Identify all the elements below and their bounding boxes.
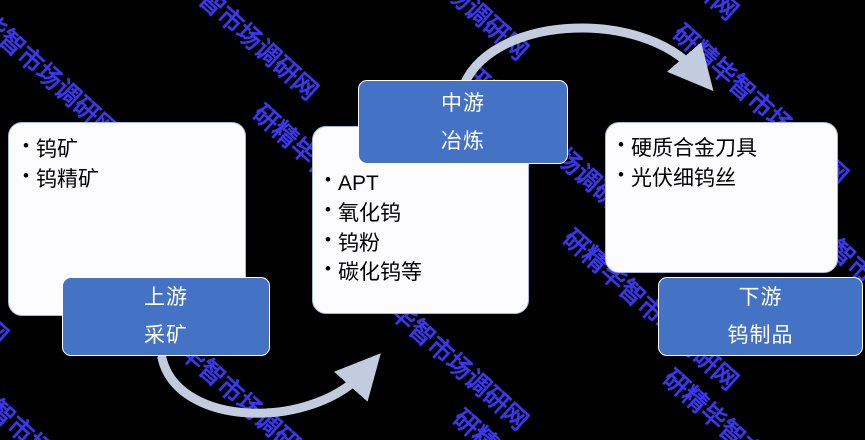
list-item: 氧化钨 xyxy=(325,198,528,229)
stage-label-midstream-title: 中游 xyxy=(441,91,485,115)
watermark-text: 研精毕智市场调研网 xyxy=(446,400,637,440)
upstream-item-list: 钨矿 钨精矿 xyxy=(23,134,245,195)
list-item: 光伏细钨丝 xyxy=(618,163,837,194)
watermark-text: 研精毕智市场调研网 xyxy=(346,0,537,67)
list-item: APT xyxy=(325,168,528,199)
watermark-text: 研精毕智市场调研网 xyxy=(656,360,847,440)
list-item: 碳化钨等 xyxy=(325,257,528,288)
downstream-item-list: 硬质合金刀具 光伏细钨丝 xyxy=(618,133,837,194)
watermark-text: 研精毕智市场调研网 xyxy=(137,0,324,106)
stage-label-midstream-subtitle: 冶炼 xyxy=(441,129,485,153)
list-item: 硬质合金刀具 xyxy=(618,133,837,164)
list-item: 钨粉 xyxy=(325,228,528,259)
list-item: 钨精矿 xyxy=(23,164,245,195)
stage-label-upstream-title: 上游 xyxy=(144,286,188,309)
stage-label-upstream-subtitle: 采矿 xyxy=(144,324,188,347)
stage-label-downstream-subtitle: 钨制品 xyxy=(727,324,794,347)
stage-label-downstream-title: 下游 xyxy=(738,286,783,309)
watermark-text: 研精毕智市场调研网 xyxy=(556,0,747,27)
list-item: 钨矿 xyxy=(23,134,245,165)
arrow-up-to-mid xyxy=(157,353,381,418)
midstream-item-list: APT 氧化钨 钨粉 碳化钨等 xyxy=(325,168,528,288)
downstream-items-card: 硬质合金刀具 光伏细钨丝 xyxy=(605,122,838,273)
stage-label-upstream[interactable]: 上游 采矿 xyxy=(62,277,270,356)
stage-label-midstream[interactable]: 中游 冶炼 xyxy=(358,80,568,164)
stage-label-downstream[interactable]: 下游 钨制品 xyxy=(658,277,863,356)
